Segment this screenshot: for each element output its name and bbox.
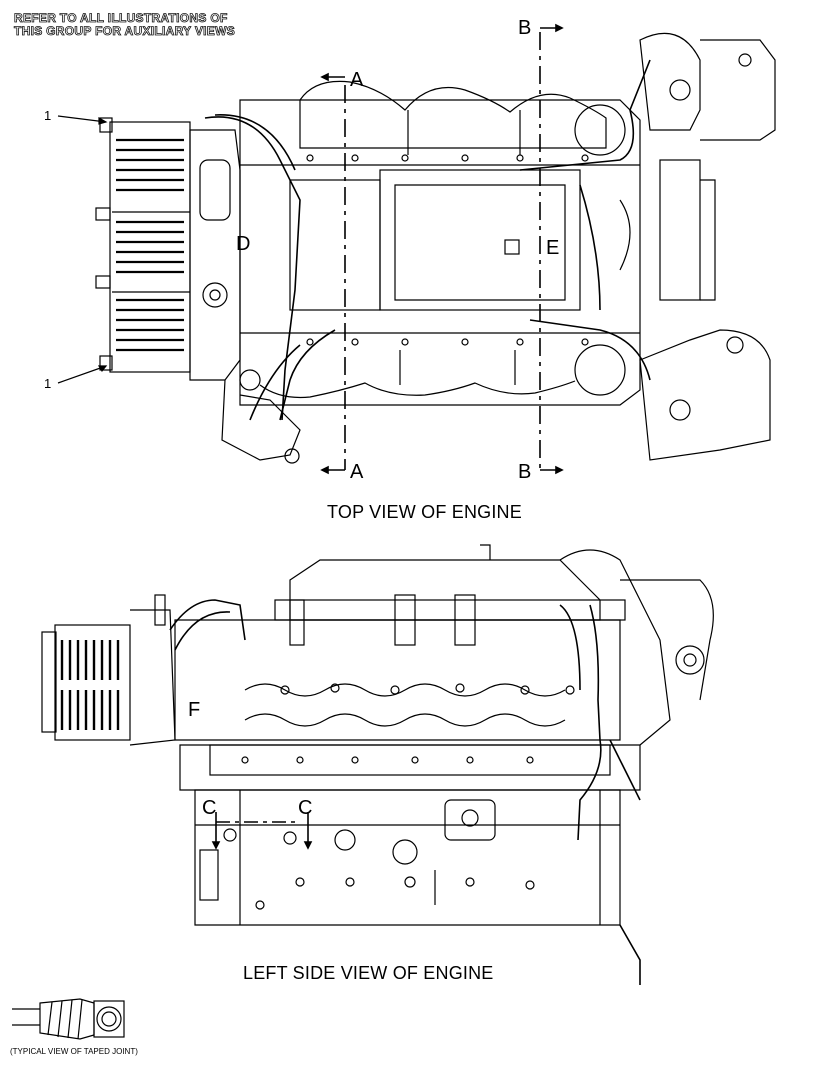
section-label-b-top: B [518,17,532,39]
section-line-a [320,72,346,475]
side-top-components [274,544,714,746]
header-note-line-2: THIS GROUP FOR AUXILIARY VIEWS [14,24,236,38]
top-turbo-assembly [574,32,776,461]
callout-1-upper: 1 [44,108,52,123]
callout-1-lower: 1 [44,376,52,391]
view-label-f: F [188,699,201,721]
side-engine-block [174,619,641,926]
view-label-d: D [236,233,251,255]
section-line-b [539,23,564,475]
side-view-caption: LEFT SIDE VIEW OF ENGINE [243,963,494,983]
top-view-drawing [57,23,776,475]
side-oil-cooler [41,594,176,746]
callout-leaders-top [57,115,108,384]
top-engine-block [239,80,641,406]
section-label-c-right: C [298,797,313,819]
header-note: REFER TO ALL ILLUSTRATIONS OF THIS GROUP… [14,11,236,38]
top-front-housing [189,129,301,464]
section-label-a-top: A [350,69,364,91]
taped-joint-detail [12,998,125,1040]
header-note-line-1: REFER TO ALL ILLUSTRATIONS OF [14,11,228,25]
view-label-e: E [546,237,560,259]
side-view-drawing [41,544,714,985]
top-view-caption: TOP VIEW OF ENGINE [327,502,522,522]
side-fuel-lines [169,599,641,985]
section-label-b-bottom: B [518,461,532,483]
taped-joint-caption: (TYPICAL VIEW OF TAPED JOINT) [10,1047,138,1056]
section-label-c-left: C [202,797,217,819]
top-fuel-lines [204,59,651,421]
section-line-c [211,812,313,850]
top-oil-cooler [95,117,191,373]
section-label-a-bottom: A [350,461,364,483]
